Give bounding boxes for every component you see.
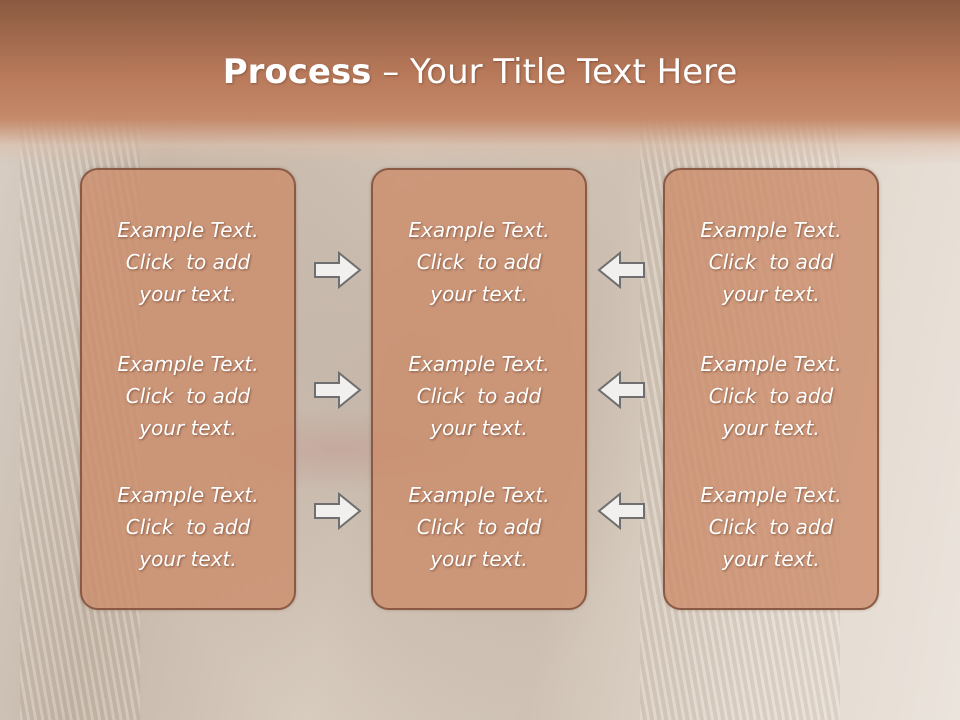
slide-title[interactable]: Process – Your Title Text Here	[0, 52, 960, 92]
text-line: Click to add	[708, 384, 834, 408]
center-text-1[interactable]: Example Text. Click to add your text.	[373, 214, 585, 310]
text-line: Click to add	[708, 250, 834, 274]
text-line: your text.	[139, 282, 237, 306]
arrow-left-icon[interactable]	[596, 370, 646, 410]
text-line: Example Text.	[408, 218, 550, 242]
text-line: your text.	[430, 547, 528, 571]
arrow-right-icon[interactable]	[313, 250, 363, 290]
header-band	[0, 0, 960, 165]
left-text-1[interactable]: Example Text. Click to add your text.	[82, 214, 294, 310]
center-column-box[interactable]: Example Text. Click to add your text. Ex…	[371, 168, 587, 610]
left-text-2[interactable]: Example Text. Click to add your text.	[82, 348, 294, 444]
text-line: your text.	[430, 282, 528, 306]
left-column-box[interactable]: Example Text. Click to add your text. Ex…	[80, 168, 296, 610]
text-line: your text.	[722, 416, 820, 440]
slide-title-rest: – Your Title Text Here	[371, 52, 738, 92]
text-line: Click to add	[416, 250, 542, 274]
text-line: your text.	[722, 282, 820, 306]
text-line: Example Text.	[117, 218, 259, 242]
text-line: Click to add	[708, 515, 834, 539]
right-text-2[interactable]: Example Text. Click to add your text.	[665, 348, 877, 444]
text-line: Click to add	[125, 250, 251, 274]
right-text-3[interactable]: Example Text. Click to add your text.	[665, 479, 877, 575]
text-line: Example Text.	[700, 352, 842, 376]
left-text-3[interactable]: Example Text. Click to add your text.	[82, 479, 294, 575]
slide-title-bold: Process	[222, 52, 372, 92]
arrow-left-icon[interactable]	[596, 491, 646, 531]
text-line: Click to add	[416, 384, 542, 408]
text-line: Example Text.	[117, 483, 259, 507]
text-line: Example Text.	[408, 483, 550, 507]
text-line: Click to add	[125, 515, 251, 539]
text-line: Example Text.	[408, 352, 550, 376]
arrow-right-icon[interactable]	[313, 370, 363, 410]
text-line: Click to add	[125, 384, 251, 408]
right-column-box[interactable]: Example Text. Click to add your text. Ex…	[663, 168, 879, 610]
arrow-right-icon[interactable]	[313, 491, 363, 531]
text-line: Click to add	[416, 515, 542, 539]
text-line: Example Text.	[700, 218, 842, 242]
text-line: your text.	[722, 547, 820, 571]
text-line: your text.	[430, 416, 528, 440]
arrow-left-icon[interactable]	[596, 250, 646, 290]
center-text-3[interactable]: Example Text. Click to add your text.	[373, 479, 585, 575]
center-text-2[interactable]: Example Text. Click to add your text.	[373, 348, 585, 444]
text-line: your text.	[139, 547, 237, 571]
right-text-1[interactable]: Example Text. Click to add your text.	[665, 214, 877, 310]
text-line: Example Text.	[700, 483, 842, 507]
text-line: Example Text.	[117, 352, 259, 376]
text-line: your text.	[139, 416, 237, 440]
